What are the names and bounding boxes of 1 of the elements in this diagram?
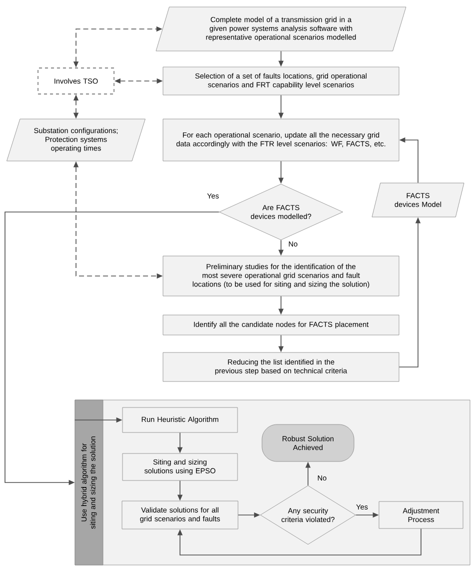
arrow — [177, 528, 422, 556]
